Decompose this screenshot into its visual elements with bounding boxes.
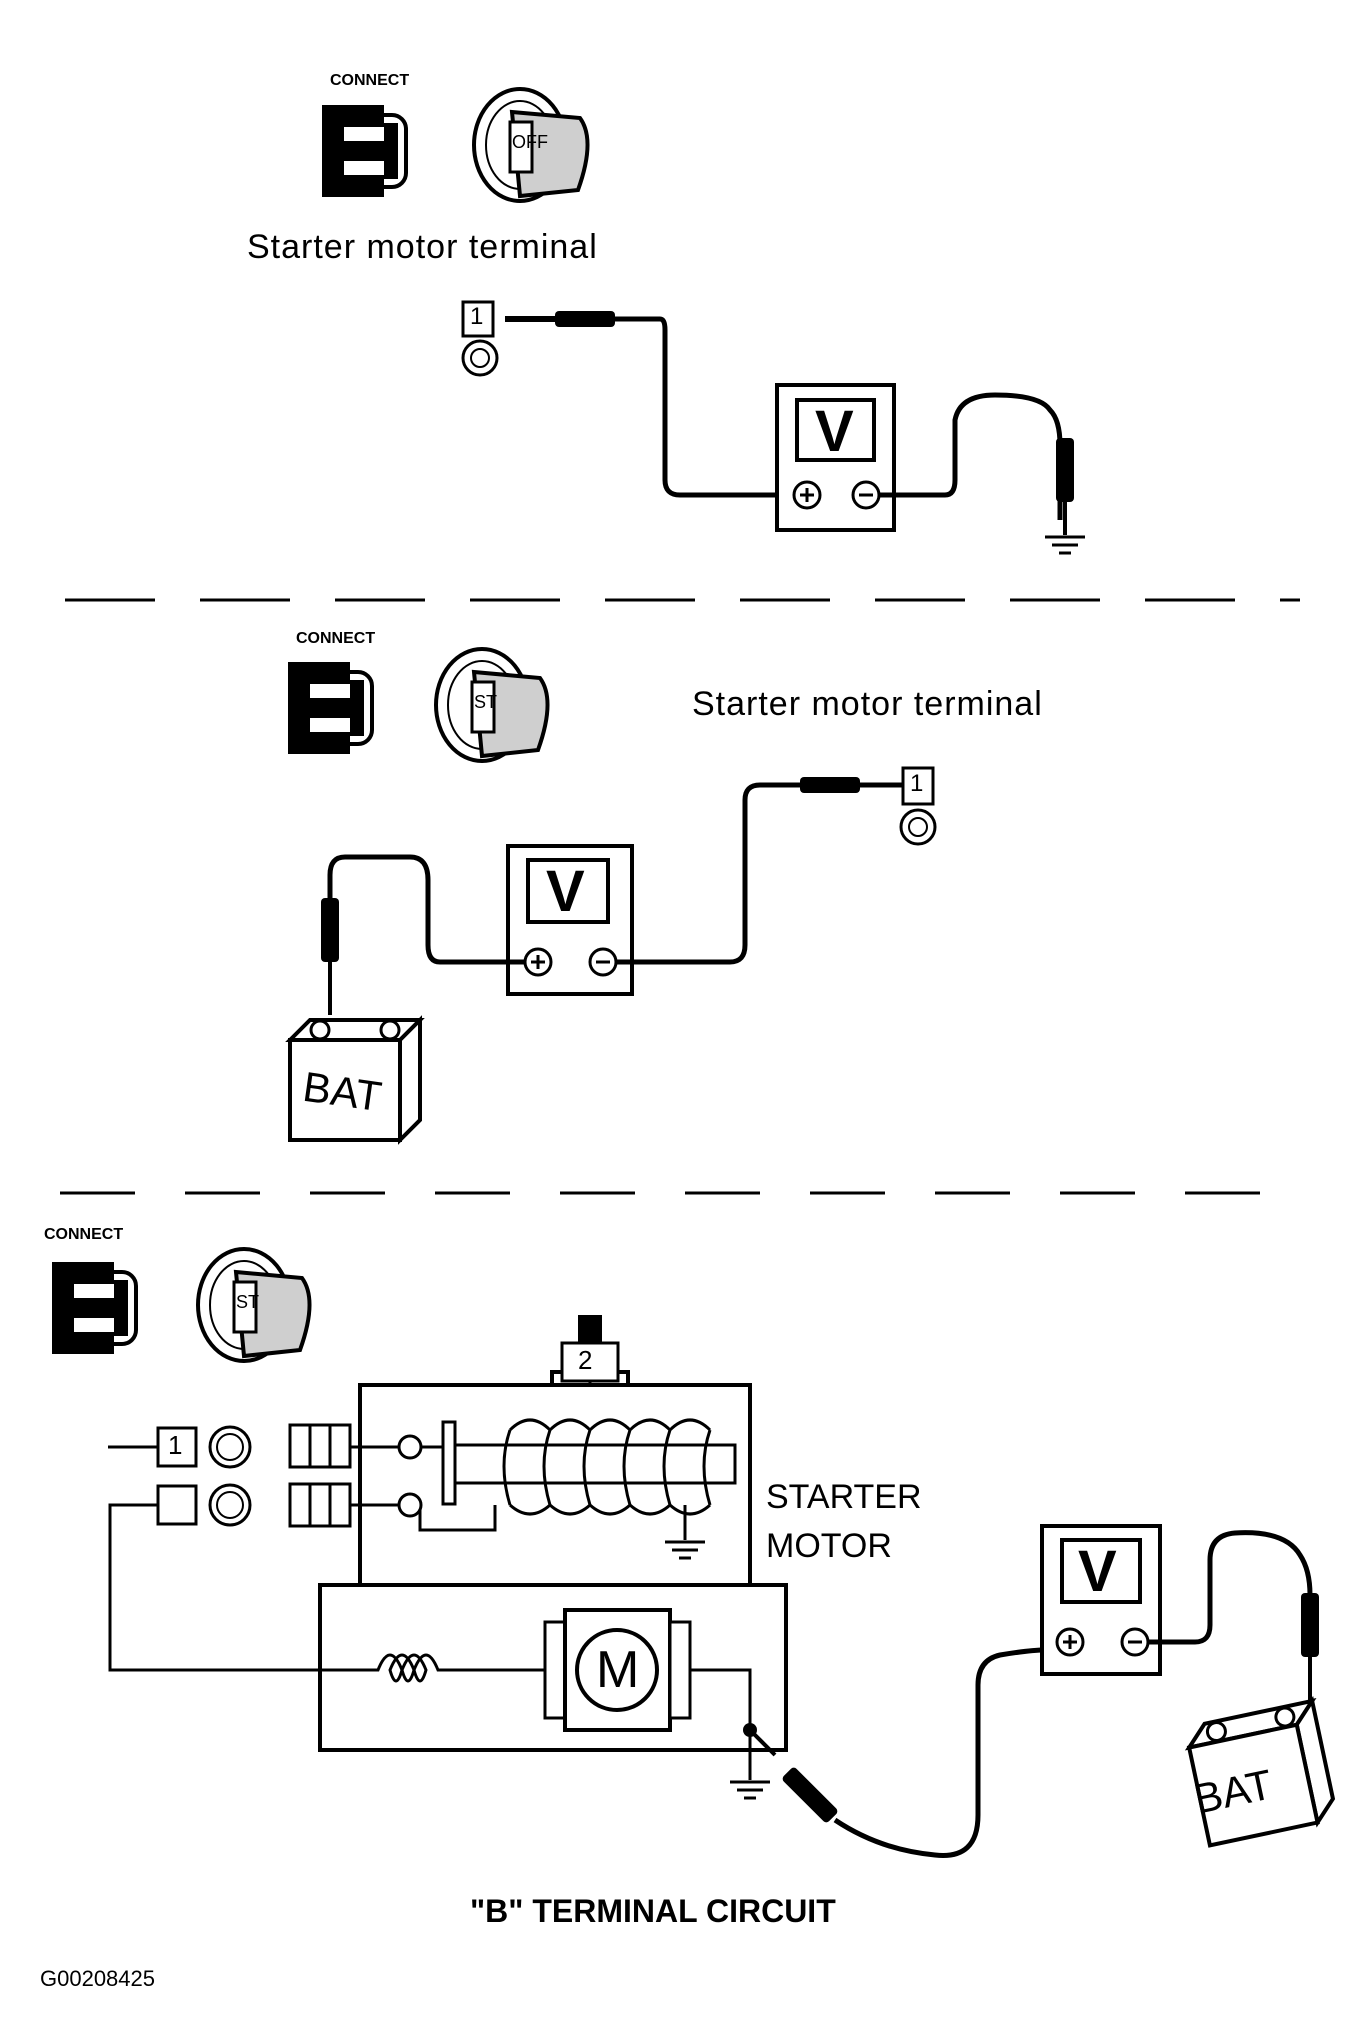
connector-icon	[320, 103, 408, 199]
figure-title: "B" TERMINAL CIRCUIT	[470, 1893, 836, 1929]
panel-1-wire-positive	[615, 316, 800, 498]
connect-label: CONNECT	[330, 72, 410, 89]
probe-tip	[800, 777, 860, 793]
terminal-2-marker	[560, 1341, 620, 1383]
connector-icon	[286, 660, 374, 756]
battery-icon	[285, 1015, 425, 1145]
ground-icon	[1043, 535, 1087, 555]
solenoid-housing	[358, 1383, 752, 1587]
panel-3-wire-positive	[1148, 1530, 1313, 1645]
terminal-b-marker	[108, 1483, 320, 1672]
ground-icon	[728, 1780, 772, 1800]
terminal-1-number: 1	[168, 1430, 183, 1460]
terminal-number: 1	[470, 303, 484, 330]
connect-label: CONNECT	[296, 630, 376, 647]
terminal-2-number: 2	[578, 1345, 593, 1375]
probe-icon	[321, 898, 339, 962]
terminal-1-marker	[108, 1425, 252, 1469]
field-coil-icon	[320, 1653, 545, 1683]
battery-icon	[1184, 1695, 1336, 1848]
panel-2-wire-positive	[327, 854, 525, 965]
solenoid-coil-icon	[441, 1418, 737, 1516]
voltmeter-symbol: V	[546, 859, 585, 924]
motor-label: MOTOR	[766, 1527, 892, 1565]
probe-icon	[1301, 1593, 1319, 1657]
probe-tip	[555, 311, 615, 327]
probe-icon	[1056, 438, 1074, 502]
probe-icon	[781, 1766, 839, 1824]
terminal-caption: Starter motor terminal	[692, 685, 1043, 723]
connector-icon	[50, 1260, 138, 1356]
voltmeter-icon	[1040, 1524, 1162, 1676]
connect-label: CONNECT	[44, 1226, 124, 1243]
panel-2-wire-negative	[616, 782, 810, 965]
key-position-label: ST	[474, 692, 498, 712]
terminal-blocks	[288, 1423, 352, 1528]
voltmeter-icon	[775, 383, 896, 532]
motor-symbol: M	[596, 1641, 640, 1699]
voltmeter-icon	[506, 844, 634, 996]
starter-label: STARTER	[766, 1478, 922, 1516]
terminal-1-marker	[461, 300, 499, 377]
panel-1	[320, 87, 1087, 555]
panel-3	[50, 1247, 1336, 1858]
panel-3-wire-negative	[833, 1647, 1046, 1858]
voltmeter-symbol: V	[1078, 1539, 1117, 1604]
voltmeter-symbol: V	[815, 399, 854, 464]
figure-id: G00208425	[40, 1966, 155, 1991]
terminal-number: 1	[910, 770, 924, 797]
key-position-label: OFF	[512, 132, 548, 152]
key-position-label: ST	[236, 1292, 260, 1312]
ignition-key-icon	[472, 87, 590, 203]
panel-1-wire-negative	[879, 392, 1063, 520]
terminal-1-marker	[899, 766, 937, 846]
panel-2	[285, 647, 937, 1145]
ignition-key-icon	[196, 1247, 312, 1363]
terminal-caption: Starter motor terminal	[247, 228, 598, 266]
ignition-key-icon	[434, 647, 550, 763]
